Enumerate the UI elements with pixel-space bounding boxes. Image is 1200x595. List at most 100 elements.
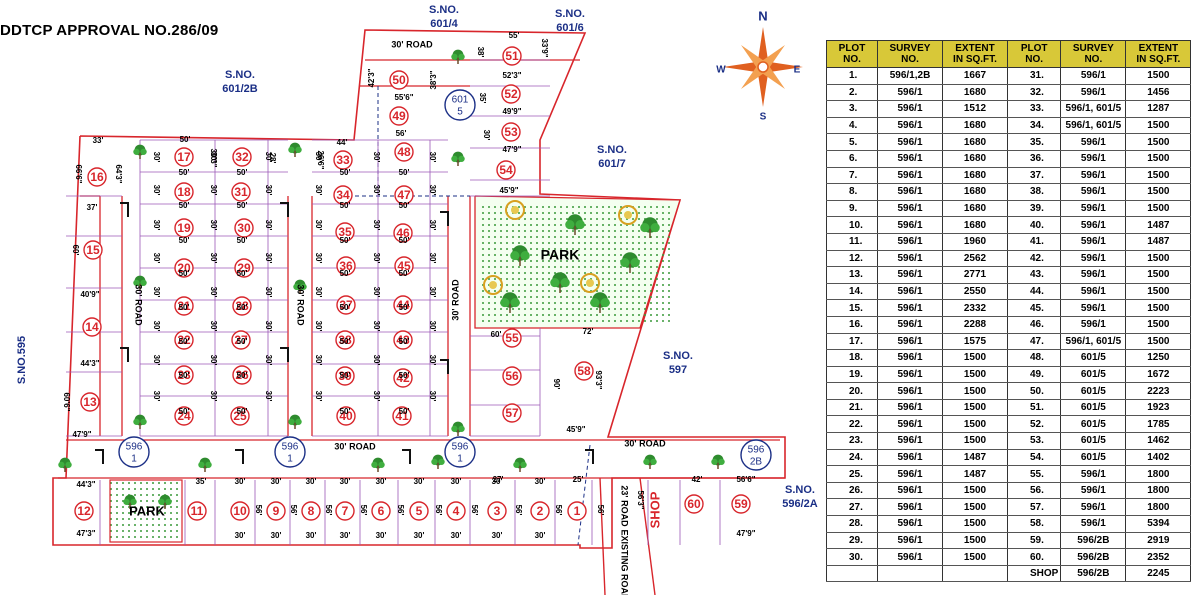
plot-marker xyxy=(393,368,413,388)
dimension-label: 50' xyxy=(340,168,351,177)
table-cell: 596/1 xyxy=(877,299,943,317)
plot-marker xyxy=(187,501,207,521)
tree-crown xyxy=(590,298,600,308)
plot-number: 10 xyxy=(233,504,247,518)
gate-path xyxy=(280,202,289,217)
plot-marker xyxy=(230,501,250,521)
tree-crown xyxy=(630,258,640,268)
table-cell: 2288 xyxy=(942,316,1008,334)
table-cell: 596/1 xyxy=(877,150,943,168)
survey-number-label: S.NO. xyxy=(429,4,459,16)
gate-path xyxy=(120,347,129,362)
dimension-label: 37' xyxy=(87,203,98,212)
plot-number: 38 xyxy=(338,333,352,347)
table-cell: 1960 xyxy=(942,233,1008,251)
dimension-label: 50' xyxy=(340,371,351,380)
dimension-label: 50' xyxy=(340,407,351,416)
table-cell: 34. xyxy=(1006,117,1062,135)
table-cell: SHOP xyxy=(1006,565,1062,583)
plot-marker xyxy=(74,501,94,521)
table-cell: 1923 xyxy=(1125,399,1192,417)
table-cell: 1462 xyxy=(1125,432,1192,450)
table-cell: 1500 xyxy=(1125,167,1192,185)
table-cell: 596/1 xyxy=(877,498,943,517)
plot-marker xyxy=(502,403,522,423)
plot-marker xyxy=(234,258,254,278)
table-cell: 10. xyxy=(826,216,878,234)
tree-crown xyxy=(458,425,465,432)
plot-marker xyxy=(731,494,751,514)
dimension-label: 45'9" xyxy=(566,425,585,434)
table-cell: 596/1 xyxy=(1060,133,1127,151)
table-cell: 7. xyxy=(826,167,878,185)
dimension-label: 50' xyxy=(340,269,351,278)
tree-icon xyxy=(288,414,302,429)
table-cell: 601/5 xyxy=(1060,382,1127,400)
plot-marker xyxy=(174,406,194,426)
dimension-label: 50' xyxy=(237,236,248,245)
table-cell: 596/1 xyxy=(877,449,943,467)
plot-number: 15 xyxy=(86,243,100,257)
compass-east: E xyxy=(794,65,801,76)
plot-marker xyxy=(502,328,522,348)
plot-marker xyxy=(335,366,355,386)
dimension-label: 30' xyxy=(372,185,381,196)
table-cell: 51. xyxy=(1006,399,1062,417)
gate-marker xyxy=(280,347,289,362)
tree-icon xyxy=(293,279,307,294)
gate-marker xyxy=(120,347,129,362)
table-cell: 596/1, 601/5 xyxy=(1060,117,1127,135)
table-cell: 37. xyxy=(1006,167,1062,185)
dimension-label: 50' xyxy=(237,303,248,312)
tree-icon xyxy=(550,272,570,293)
table-cell: 596/1 xyxy=(877,133,943,151)
dimension-label: 50' xyxy=(179,303,190,312)
dimension-label: 30' xyxy=(264,391,273,402)
table-cell: 29. xyxy=(826,532,878,550)
plot-marker xyxy=(231,182,251,202)
plot-number: 54 xyxy=(499,163,513,177)
shop-label: SHOP xyxy=(647,491,662,528)
plot-number: 23 xyxy=(177,368,191,382)
gate-path xyxy=(95,449,104,464)
table-cell: 27. xyxy=(826,498,878,517)
plot-number: 31 xyxy=(234,185,248,199)
table-cell: 8. xyxy=(826,183,878,201)
plot-number: 57 xyxy=(505,406,519,420)
plot-marker xyxy=(335,222,355,242)
tree-icon xyxy=(133,275,147,290)
table-cell: 596/1 xyxy=(877,515,943,533)
dimension-label: 44'3" xyxy=(76,480,95,489)
table-cell: 1500 xyxy=(942,349,1008,367)
table-cell: 1287 xyxy=(1125,100,1192,118)
tree-crown xyxy=(451,53,458,60)
dimension-label: 30' xyxy=(264,220,273,231)
dimension-label: 56' xyxy=(470,505,479,516)
park-dots xyxy=(109,479,183,543)
table-cell: 596/1 xyxy=(877,316,943,334)
gate-path xyxy=(440,211,449,226)
table-cell: 1500 xyxy=(942,366,1008,384)
plot-number: 44 xyxy=(396,298,410,312)
table-cell: 596/1 xyxy=(877,532,943,550)
tree-crown xyxy=(500,298,510,308)
tree-icon xyxy=(500,292,520,313)
dimension-label: 56' xyxy=(254,505,263,516)
dimension-label: 30' xyxy=(314,287,323,298)
park-label: PARK xyxy=(541,247,580,263)
dimension-label: 30' xyxy=(372,152,381,163)
dimension-label: 30' xyxy=(209,152,218,163)
gate-marker xyxy=(440,211,449,226)
plot-number: 9 xyxy=(273,504,280,518)
dimension-label: 90' xyxy=(552,379,561,390)
dimension-label: 50' xyxy=(179,371,190,380)
